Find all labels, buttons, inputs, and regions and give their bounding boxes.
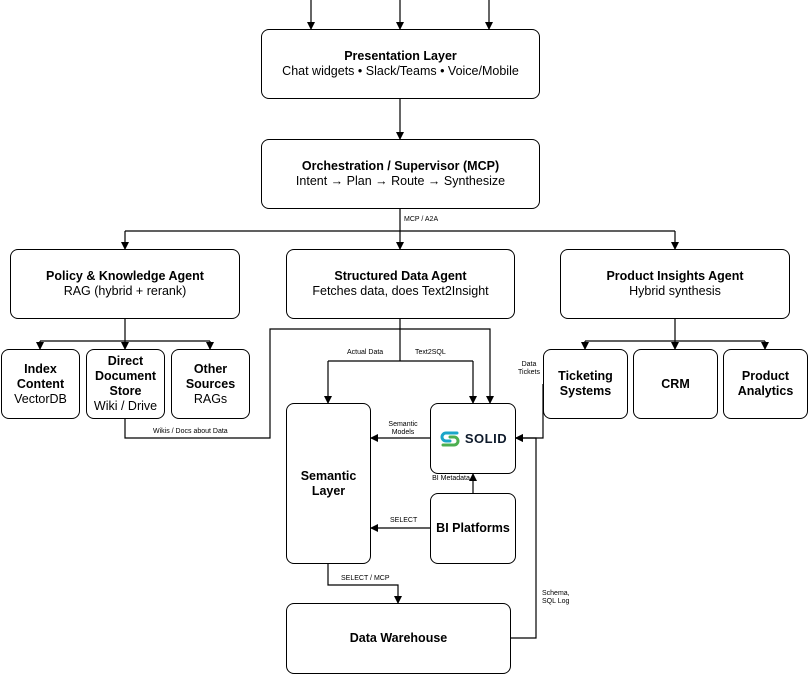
- other-sources-title: Other Sources: [185, 361, 236, 391]
- index-content-subtitle: VectorDB: [14, 391, 67, 406]
- solid-box[interactable]: SOLID: [430, 403, 516, 474]
- solid-logo-text: SOLID: [464, 430, 508, 446]
- ticketing-systems-title: Ticketing Systems: [558, 369, 613, 398]
- product-insights-agent-box[interactable]: Product Insights Agent Hybrid synthesis: [560, 249, 790, 319]
- edge-label-schema-sql-log: Schema, SQL Log: [542, 590, 570, 606]
- edge-label-text2sql: Text2SQL: [415, 349, 446, 356]
- structured-agent-subtitle: Fetches data, does Text2Insight: [312, 284, 489, 298]
- data-warehouse-box[interactable]: Data Warehouse: [286, 603, 511, 674]
- product-agent-title: Product Insights Agent: [606, 269, 744, 283]
- direct-document-store-title: Direct Document Store: [94, 354, 157, 398]
- bi-platforms-title: BI Platforms: [436, 521, 510, 535]
- product-analytics-title: Product Analytics: [737, 369, 794, 398]
- semantic-layer-box[interactable]: Semantic Layer: [286, 403, 371, 564]
- orchestration-subtitle: Intent → Plan → Route → Synthesize: [295, 174, 506, 188]
- solid-logo: SOLID: [439, 430, 507, 448]
- bi-platforms-box[interactable]: BI Platforms: [430, 493, 516, 564]
- product-analytics-box[interactable]: Product Analytics: [723, 349, 808, 419]
- index-content-title: Index Content: [16, 361, 65, 391]
- presentation-layer-title: Presentation Layer: [344, 49, 457, 63]
- edge-label-data-tickets: Data Tickets: [518, 361, 540, 377]
- orchestration-title: Orchestration / Supervisor (MCP): [301, 159, 500, 173]
- ticketing-systems-box[interactable]: Ticketing Systems: [543, 349, 628, 419]
- edge-label-actual-data: Actual Data: [347, 349, 384, 356]
- crm-title: CRM: [661, 376, 690, 391]
- edge-label-wikis: Wikis / Docs about Data: [153, 428, 228, 435]
- crm-box[interactable]: CRM: [633, 349, 718, 419]
- structured-data-agent-box[interactable]: Structured Data Agent Fetches data, does…: [286, 249, 515, 319]
- product-agent-subtitle: Hybrid synthesis: [629, 284, 721, 298]
- edge-label-mcp-a2a: MCP / A2A: [404, 216, 439, 223]
- other-sources-box[interactable]: Other Sources RAGs: [171, 349, 250, 419]
- edge-label-select-mcp: SELECT / MCP: [341, 575, 390, 582]
- semantic-layer-title: Semantic Layer: [300, 468, 357, 498]
- structured-agent-title: Structured Data Agent: [334, 269, 467, 283]
- policy-agent-title: Policy & Knowledge Agent: [46, 269, 204, 283]
- direct-document-store-subtitle: Wiki / Drive: [93, 399, 158, 413]
- other-sources-subtitle: RAGs: [193, 391, 228, 406]
- solid-logo-icon: [440, 431, 460, 446]
- edge-label-select: SELECT: [390, 517, 418, 524]
- policy-agent-subtitle: RAG (hybrid + rerank): [63, 284, 187, 298]
- data-warehouse-title: Data Warehouse: [349, 631, 448, 645]
- edge-label-semantic-models: Semantic Models: [388, 421, 418, 437]
- presentation-layer-box[interactable]: Presentation Layer Chat widgets • Slack/…: [261, 29, 540, 99]
- direct-document-store-box[interactable]: Direct Document Store Wiki / Drive: [86, 349, 165, 419]
- orchestration-box[interactable]: Orchestration / Supervisor (MCP) Intent …: [261, 139, 540, 209]
- index-content-box[interactable]: Index Content VectorDB: [1, 349, 80, 419]
- presentation-layer-subtitle: Chat widgets • Slack/Teams • Voice/Mobil…: [282, 64, 519, 78]
- edge-label-bi-metadata: BI Metadata: [432, 475, 470, 482]
- policy-knowledge-agent-box[interactable]: Policy & Knowledge Agent RAG (hybrid + r…: [10, 249, 240, 319]
